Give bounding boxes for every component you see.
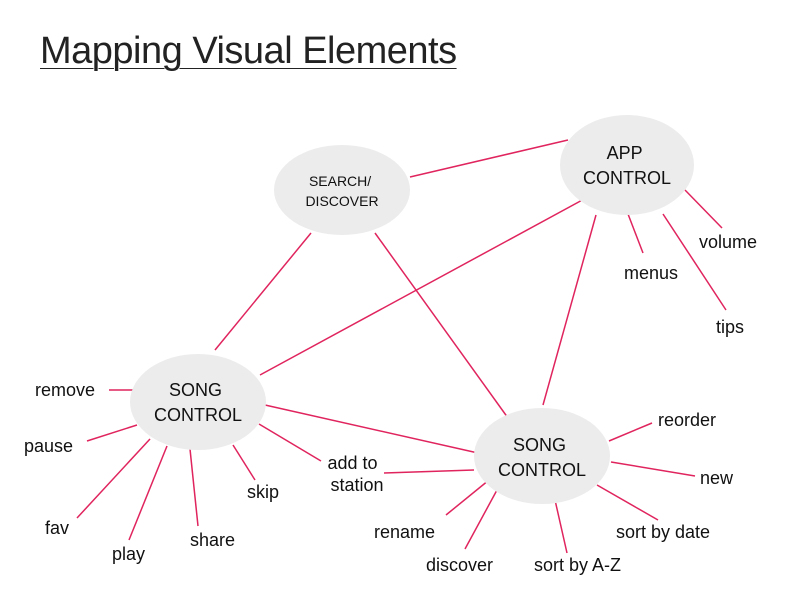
leaf-line-new — [610, 461, 696, 477]
leaf-rename: rename — [374, 522, 435, 542]
node-song-control-right-line-2: CONTROL — [498, 460, 586, 480]
node-song-control-left-bubble — [130, 354, 266, 450]
edge-song-left-song-right — [264, 404, 479, 454]
node-search-discover: SEARCH/ DISCOVER — [274, 145, 410, 235]
leaf-volume: volume — [699, 232, 757, 252]
node-app-control-bubble — [560, 115, 694, 215]
leaf-new: new — [700, 468, 734, 488]
leaf-discover: discover — [426, 555, 493, 575]
leaf-tips: tips — [716, 317, 744, 337]
leaf-menus: menus — [624, 263, 678, 283]
node-app-control-line-2: CONTROL — [583, 168, 671, 188]
leaf-add-to-station-line-2: station — [330, 475, 383, 495]
leaf-sort-by-date: sort by date — [616, 522, 710, 542]
node-song-control-right-bubble — [474, 408, 610, 504]
svg-text:APP CONTROL: APP CONTROL — [583, 143, 671, 188]
edge-search-song-left — [214, 232, 312, 351]
leaf-line-sort-by-az — [554, 499, 568, 554]
leaf-skip: skip — [247, 482, 279, 502]
leaf-fav: fav — [45, 518, 69, 538]
edge-app-song-right — [542, 214, 597, 406]
edge-search-app — [409, 139, 569, 178]
leaf-reorder: reorder — [658, 410, 716, 430]
node-search-discover-line-1: SEARCH/ — [309, 173, 371, 189]
leaf-line-sort-by-date — [596, 484, 659, 521]
leaf-line-share — [189, 448, 199, 527]
edge-search-song-right — [374, 232, 509, 419]
leaf-line-discover — [464, 489, 498, 550]
node-song-control-right: SONG CONTROL — [474, 408, 610, 504]
leaf-line-reorder — [608, 422, 653, 442]
leaf-add-to-station: add to station — [327, 453, 383, 495]
leaf-line-play — [128, 445, 168, 541]
leaf-line-menus — [627, 213, 644, 254]
svg-text:SONG CONTROL: SONG CONTROL — [498, 435, 586, 480]
page-title: Mapping Visual Elements — [40, 30, 457, 72]
edge-app-song-left — [259, 197, 587, 376]
leaf-play: play — [112, 544, 145, 564]
leaf-connections — [76, 189, 727, 554]
svg-text:SEARCH/ DISCOVER: SEARCH/ DISCOVER — [305, 173, 378, 209]
node-song-control-left: SONG CONTROL — [130, 354, 266, 450]
leaf-remove: remove — [35, 380, 95, 400]
leaf-add-to-station-line-1: add to — [327, 453, 377, 473]
node-connections — [214, 139, 597, 454]
leaf-line-rename — [445, 479, 490, 516]
node-app-control: APP CONTROL — [560, 115, 694, 215]
leaf-line-add-to-station-right — [383, 469, 475, 474]
node-search-discover-bubble — [274, 145, 410, 235]
leaf-sort-by-az: sort by A-Z — [534, 555, 621, 575]
leaf-line-tips — [662, 213, 727, 311]
leaf-line-pause — [86, 424, 138, 442]
leaf-share: share — [190, 530, 235, 550]
leaf-line-fav — [76, 438, 151, 519]
node-search-discover-line-2: DISCOVER — [305, 193, 378, 209]
node-song-control-left-line-1: SONG — [169, 380, 222, 400]
node-song-control-right-line-1: SONG — [513, 435, 566, 455]
leaf-line-skip — [232, 444, 256, 481]
leaf-labels: volume menus tips remove pause fav play … — [24, 232, 757, 575]
leaf-line-volume — [684, 189, 723, 229]
node-app-control-line-1: APP — [607, 143, 643, 163]
svg-text:SONG CONTROL: SONG CONTROL — [154, 380, 242, 425]
node-song-control-left-line-2: CONTROL — [154, 405, 242, 425]
leaf-line-add-to-station — [258, 423, 322, 462]
leaf-pause: pause — [24, 436, 73, 456]
